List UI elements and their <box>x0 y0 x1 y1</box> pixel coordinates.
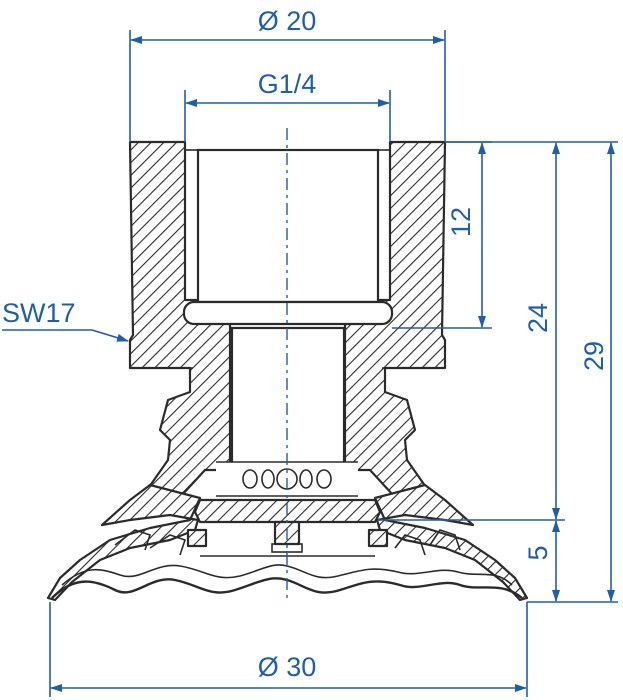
dim-lip-height-label: 5 <box>523 545 553 560</box>
fitting-body <box>128 140 447 510</box>
dim-thread-depth-label: 12 <box>446 207 476 237</box>
dim-outer-diameter-top: Ø 20 <box>129 6 446 142</box>
cup-lip-left <box>46 483 202 602</box>
support-pin-right <box>367 528 389 548</box>
threaded-bore <box>196 148 380 304</box>
dim-body-height-label: 24 <box>523 303 553 333</box>
support-pin-left <box>186 528 208 548</box>
dim-body-height: 24 <box>378 141 565 521</box>
suction-cup <box>46 483 529 602</box>
dim-total-height-label: 29 <box>579 341 609 371</box>
dim-wrench-size-label: SW17 <box>2 298 76 328</box>
dim-cup-diameter: Ø 30 <box>49 602 528 697</box>
dim-lip-height: 5 <box>523 520 560 602</box>
dim-thread-label: G1/4 <box>258 69 317 99</box>
dim-wrench-size: SW17 <box>2 298 129 342</box>
dim-outer-diameter-top-label: Ø 20 <box>258 6 317 36</box>
dim-total-height: 29 <box>527 141 618 603</box>
dim-cup-diameter-label: Ø 30 <box>258 652 317 682</box>
cup-lip-right <box>373 483 529 602</box>
undercut-groove <box>182 300 394 326</box>
inner-channel <box>230 326 346 470</box>
dim-thread: G1/4 <box>184 69 391 142</box>
